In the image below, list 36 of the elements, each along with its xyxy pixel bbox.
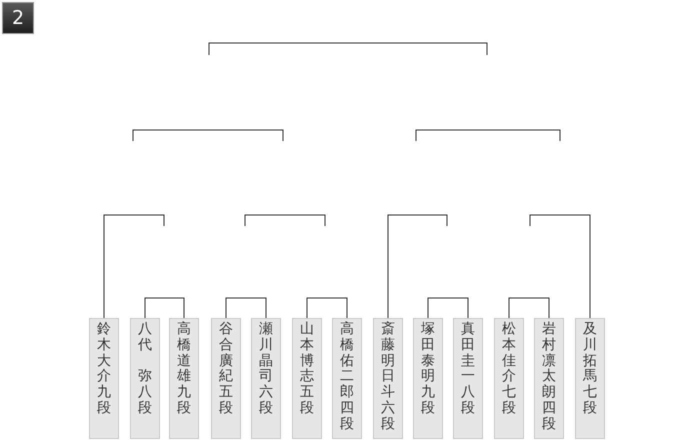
bracket-line [428,298,468,318]
player-card [211,318,241,439]
player-name: 鈴木大介九段 [97,322,111,417]
bracket-line [226,298,266,318]
player-name: 高橋道雄九段 [177,322,191,417]
player-name: 松本佳介七段 [502,322,516,417]
bracket-line [388,214,448,318]
player-name: 弥八段 [138,369,152,417]
block-number: 2 [2,2,34,34]
bracket-line [104,214,164,318]
player-card [575,318,605,439]
bracket-line [306,298,348,318]
player-name: 谷合廣紀五段 [219,322,233,417]
player-card [332,318,362,439]
player-name: 及川拓馬七段 [583,322,597,417]
player-name: 真田圭一八段 [461,322,475,417]
player-card [534,318,564,439]
player-card [413,318,443,439]
player-card [130,318,160,439]
player-name: 瀬川晶司六段 [259,322,273,417]
player-card [292,318,322,439]
player-card [453,318,483,439]
bracket-line [530,214,590,318]
player-name: 塚田泰明九段 [421,322,435,417]
player-card [169,318,199,439]
player-card [373,318,403,439]
player-card [251,318,281,439]
player-name: 八代 [138,322,152,354]
player-card [494,318,524,439]
player-card [89,318,119,439]
bracket-line [508,298,550,318]
bracket-line [144,298,184,318]
player-name: 高橋佑二郎四段 [340,322,354,433]
player-name: 山本博志五段 [300,322,314,417]
player-name: 斎藤明日斗六段 [381,322,395,433]
player-name: 岩村凛太朗四段 [542,322,556,433]
